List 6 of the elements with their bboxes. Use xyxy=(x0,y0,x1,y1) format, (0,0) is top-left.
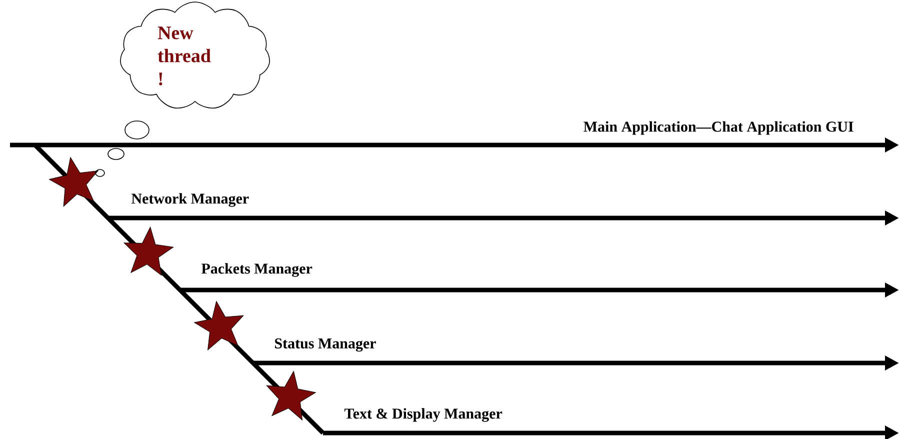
thread-label: Status Manager xyxy=(275,338,376,352)
thread-label: Text & Display Manager xyxy=(344,408,502,422)
thread-label: Packets Manager xyxy=(201,263,312,277)
thought-cloud: New thread ! xyxy=(120,2,270,109)
thread-label: Network Manager xyxy=(131,193,249,207)
thread-label: Main Application—Chat Application GUI xyxy=(584,121,854,135)
